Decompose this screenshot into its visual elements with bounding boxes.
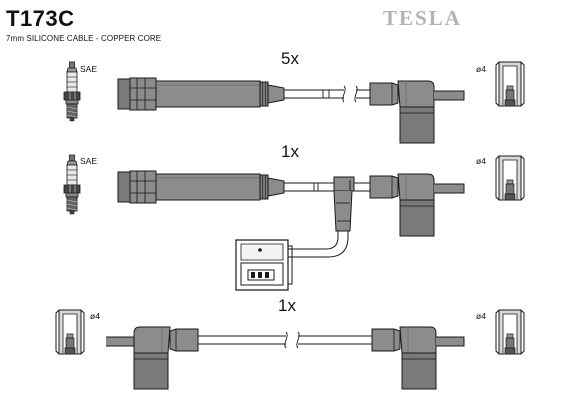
row-1-cable — [63, 61, 525, 144]
row-2-cable — [63, 154, 525, 291]
row-2-coil-boot — [369, 173, 439, 237]
row-2-spark-plug-icon — [63, 154, 81, 215]
row-1-coil-socket-icon — [495, 61, 525, 107]
row-3-right-label: ø4 — [476, 311, 486, 321]
product-subtitle: 7mm SILICONE CABLE - COPPER CORE — [6, 34, 162, 43]
row-3-cable — [55, 309, 525, 390]
row-1-left-label: SAE — [80, 64, 98, 74]
row-3-left-label: ø4 — [90, 311, 100, 321]
brand-logo: TESLA — [383, 6, 462, 30]
row-1-right-label: ø4 — [476, 64, 486, 74]
row-2-plug-boot — [117, 170, 285, 204]
row-1-quantity: 5x — [281, 49, 299, 68]
row-1-spark-plug-icon — [63, 61, 81, 122]
row-3-quantity: 1x — [278, 296, 296, 315]
row-2-right-label: ø4 — [476, 156, 486, 166]
row-3-right-boot — [371, 326, 441, 390]
part-code: T173C — [6, 6, 75, 31]
row-2-coil-socket-icon — [495, 155, 525, 201]
row-3-left-socket-icon — [55, 309, 85, 355]
row-1-coil-boot — [369, 80, 439, 144]
row-3-left-boot — [129, 326, 199, 390]
row-3-right-socket-icon — [495, 309, 525, 355]
row-2-quantity: 1x — [281, 142, 299, 161]
row-1-plug-boot — [117, 77, 285, 111]
row-2-left-label: SAE — [80, 156, 98, 166]
